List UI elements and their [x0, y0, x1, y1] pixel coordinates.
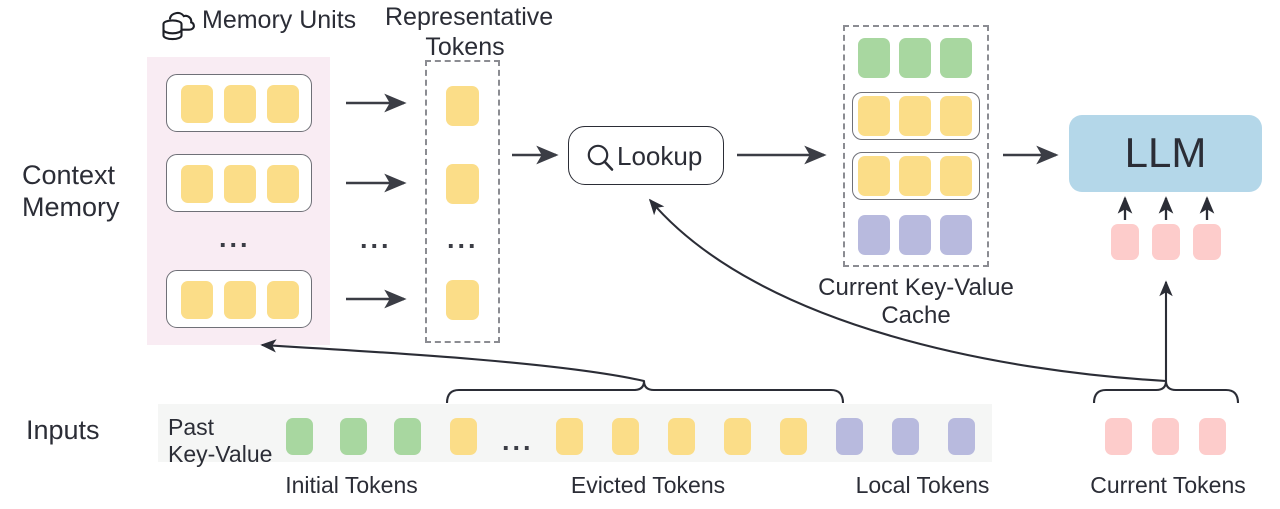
cloud-database-icon — [156, 4, 200, 48]
llm-input-token — [1111, 224, 1139, 260]
kv-token-initial — [940, 38, 972, 78]
llm-input-token — [1152, 224, 1180, 260]
kv-token-retrieved — [940, 156, 972, 196]
input-token-current — [1199, 418, 1226, 455]
kv-token-initial — [899, 38, 931, 78]
lookup-node[interactable]: Lookup — [568, 126, 724, 185]
brace-current-tokens — [1092, 379, 1240, 404]
connector-evicted-to-context-memory — [260, 339, 645, 383]
header-representative-tokens: Representative Tokens — [385, 3, 554, 61]
input-token-evicted — [612, 418, 639, 455]
current-kv-cache-container — [843, 25, 989, 267]
input-token-local — [836, 418, 863, 455]
kv-token-local — [858, 215, 890, 255]
memory-unit-token — [181, 85, 213, 123]
memory-unit[interactable] — [166, 74, 312, 132]
representative-token — [446, 164, 479, 204]
row-label-context-memory: Context Memory — [22, 160, 120, 222]
memory-unit-token — [224, 165, 256, 203]
memory-unit-token — [267, 281, 299, 319]
llm-input-token — [1193, 224, 1221, 260]
memory-unit[interactable] — [166, 270, 312, 328]
representative-tokens-container — [425, 60, 500, 343]
kv-cache-row-retrieved — [852, 92, 980, 140]
kv-token-initial — [858, 38, 890, 78]
caption-evicted-tokens: Evicted Tokens — [570, 472, 726, 498]
brace-evicted-tokens — [445, 379, 845, 404]
caption-local-tokens: Local Tokens — [855, 472, 990, 498]
input-token-evicted — [780, 418, 807, 455]
input-token-current — [1105, 418, 1132, 455]
memory-unit-token — [181, 165, 213, 203]
input-token-initial — [286, 418, 313, 455]
lookup-label: Lookup — [617, 141, 703, 171]
arrow-unit-to-representative — [346, 93, 407, 309]
representative-token — [446, 280, 479, 320]
connector-current-tokens-to-lookup — [648, 198, 1167, 383]
input-token-initial — [340, 418, 367, 455]
arrow-tokens-to-llm — [1117, 196, 1215, 220]
memory-unit-token — [224, 281, 256, 319]
input-token-evicted — [556, 418, 583, 455]
llm-node[interactable]: LLM — [1069, 115, 1262, 192]
memory-unit-token — [267, 165, 299, 203]
unit-arrows-ellipsis: ... — [360, 224, 392, 254]
memory-unit-token — [181, 281, 213, 319]
input-token-evicted — [450, 418, 477, 455]
input-token-local — [948, 418, 975, 455]
kv-cache-row-initial — [852, 34, 980, 82]
memory-units-ellipsis: ... — [219, 223, 251, 253]
representative-token — [446, 86, 479, 126]
kv-token-retrieved — [899, 156, 931, 196]
kv-token-local — [940, 215, 972, 255]
memory-unit-token — [267, 85, 299, 123]
search-icon — [585, 142, 615, 172]
kv-token-retrieved — [858, 96, 890, 136]
llm-label: LLM — [1124, 129, 1207, 176]
kv-token-retrieved — [858, 156, 890, 196]
kv-cache-row-local — [852, 211, 980, 259]
input-token-initial — [394, 418, 421, 455]
memory-unit[interactable] — [166, 154, 312, 212]
past-key-value-label: Past Key-Value — [168, 414, 273, 468]
representative-tokens-ellipsis: ... — [447, 224, 479, 254]
kv-token-local — [899, 215, 931, 255]
input-token-evicted — [668, 418, 695, 455]
caption-current-kv-cache: Current Key-Value Cache — [818, 274, 1014, 330]
caption-current-tokens: Current Tokens — [1090, 472, 1246, 498]
kv-token-retrieved — [940, 96, 972, 136]
input-tokens-ellipsis: ... — [502, 426, 534, 456]
row-label-inputs: Inputs — [26, 415, 100, 445]
input-token-local — [892, 418, 919, 455]
header-memory-units: Memory Units — [202, 6, 357, 34]
input-token-current — [1152, 418, 1179, 455]
memory-unit-token — [224, 85, 256, 123]
input-token-evicted — [724, 418, 751, 455]
kv-token-retrieved — [899, 96, 931, 136]
caption-initial-tokens: Initial Tokens — [285, 472, 418, 498]
kv-cache-row-retrieved — [852, 152, 980, 200]
